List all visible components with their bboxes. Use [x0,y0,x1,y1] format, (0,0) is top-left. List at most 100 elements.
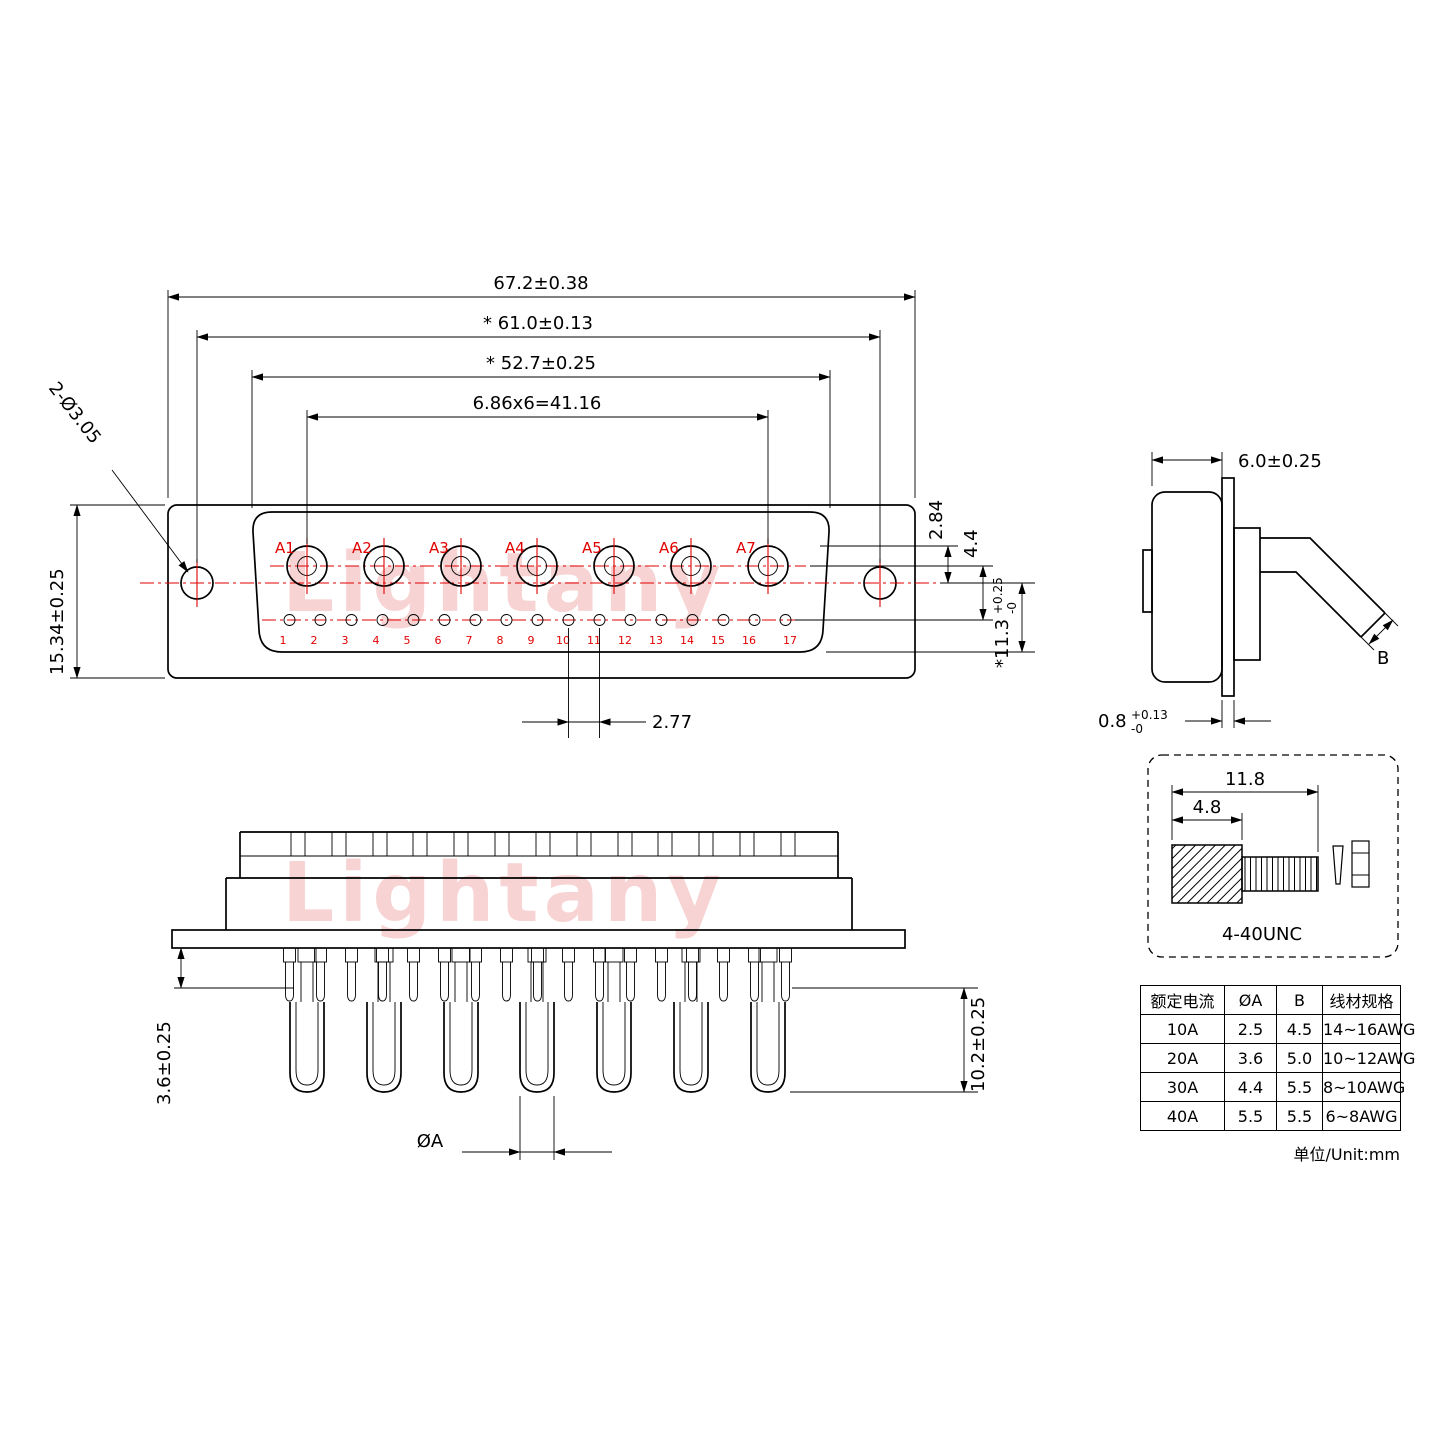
watermark: Lightany [282,846,726,941]
pin-number: 17 [783,634,797,647]
dim-overall-width: 67.2±0.38 [493,273,588,294]
large-solder-cups [289,947,786,1093]
spec-table: 额定电流 ØA B 线材规格 10A 2.5 4.5 14~16AWG 20A … [1140,985,1415,1131]
small-solder-pins [283,947,792,1002]
flange-outline [167,504,916,679]
table-row: 30A 4.4 5.5 8~10AWG [1140,1072,1405,1102]
contact-label: A2 [352,539,372,557]
dim-depth-sub: -0 [1005,602,1019,614]
contact-labels: A1 A2 A3 A4 A5 A6 A7 [275,539,756,557]
pin-number: 13 [649,634,663,647]
cell-b: 4.5 [1276,1014,1323,1044]
cell-b: 5.0 [1276,1043,1323,1073]
cell-dia-a: 3.6 [1224,1043,1277,1073]
dim-height: 15.34±0.25 [47,568,68,675]
front-view: A1 A2 A3 A4 A5 A6 A7 1 [44,273,1035,738]
side-view: 6.0±0.25 B 0.8 +0.13 -0 [1098,451,1399,736]
cell-dia-a: 4.4 [1224,1072,1277,1102]
pin-number: 11 [587,634,601,647]
dim-depth: *11.3 +0.25 -0 [991,577,1019,668]
dim-body-width: 6.0±0.25 [1238,451,1322,472]
table-header-row: 额定电流 ØA B 线材规格 [1140,985,1401,1015]
cell-current: 30A [1140,1072,1225,1102]
pin-number: 5 [404,634,411,647]
dim-screw-head: 4.8 [1193,797,1222,818]
detail-box [1147,754,1399,958]
pin-number: 1 [280,634,287,647]
pin-numbers: 1 2 3 4 5 6 7 8 9 10 11 12 13 14 15 16 1… [280,634,798,647]
contact-label: A3 [429,539,449,557]
screw-part-nut [1351,840,1370,888]
insulator-slots [290,831,796,857]
table-row: 10A 2.5 4.5 14~16AWG [1140,1014,1415,1044]
contact-label: A6 [659,539,679,557]
cell-wire: 8~10AWG [1322,1072,1405,1102]
pin-number: 12 [618,634,632,647]
cell-current: 40A [1140,1101,1225,1131]
dim-pin-length: 3.6±0.25 [154,1021,175,1105]
power-contacts [286,538,789,594]
cell-b: 5.5 [1276,1101,1323,1131]
header-dia-a: ØA [1224,985,1277,1015]
screw-part-pin [1332,845,1344,885]
side-shell [1233,527,1261,661]
cable-end [1360,612,1386,638]
dim-cup-length: 10.2±0.25 [968,997,989,1092]
dim-flange-sub: -0 [1131,722,1143,736]
dim-contact-pitch: 6.86x6=41.16 [473,393,602,414]
screw-thread [1241,856,1319,892]
pin-number: 8 [497,634,504,647]
cell-dia-a: 5.5 [1224,1101,1277,1131]
table-row: 40A 5.5 5.5 6~8AWG [1140,1101,1401,1131]
contact-label: A4 [505,539,525,557]
side-flange [1221,477,1235,697]
contact-label: A7 [736,539,756,557]
thread-spec-label: 4-40UNC [1222,924,1302,945]
dim-pin-dia: ØA [417,1131,444,1152]
pin-number: 15 [711,634,725,647]
cell-wire: 14~16AWG [1322,1014,1415,1044]
dim-flange-sup: +0.13 [1131,708,1168,722]
pin-number: 9 [528,634,535,647]
dim-pin-pitch: 2.77 [652,712,692,733]
signal-pins [283,614,792,626]
cell-wire: 10~12AWG [1322,1043,1415,1073]
dim-cable-b: B [1377,648,1389,669]
header-rated-current: 额定电流 [1140,985,1225,1015]
screw-head [1171,844,1243,904]
dsub-shell-outline [252,511,830,653]
unit-note: 单位/Unit:mm [1293,1145,1400,1164]
side-body-step [1142,549,1153,613]
dim-mount-pitch: * 61.0±0.13 [483,313,593,334]
cell-dia-a: 2.5 [1224,1014,1277,1044]
screw-detail: 11.8 4.8 4-40UNC [1147,754,1399,958]
pin-number: 10 [556,634,570,647]
pin-number: 16 [742,634,756,647]
pin-number: 7 [466,634,473,647]
cell-current: 20A [1140,1043,1225,1073]
dim-depth-main: *11.3 [992,619,1013,668]
cell-current: 10A [1140,1014,1225,1044]
pin-number: 6 [435,634,442,647]
pin-number: 4 [373,634,380,647]
side-body-outline [1151,491,1223,683]
dim-flange-main: 0.8 [1098,711,1127,732]
cell-wire: 6~8AWG [1322,1101,1401,1131]
header-b: B [1276,985,1323,1015]
pin-number: 14 [680,634,694,647]
dim-mount-hole-label: 2-Ø3.05 [44,378,105,448]
pin-number: 3 [342,634,349,647]
section-flange [171,929,906,949]
dim-flange-thickness: 0.8 +0.13 -0 [1098,708,1168,736]
section-view: 3.6±0.25 10.2±0.25 ØA [154,831,989,1160]
header-wire-spec: 线材规格 [1322,985,1401,1015]
cable-top-edge [1260,537,1386,614]
cable-bottom-edge [1260,571,1362,638]
contact-label: A1 [275,539,295,557]
dim-row-offset: 2.84 [926,500,947,540]
contact-label: A5 [582,539,602,557]
pin-number: 2 [311,634,318,647]
dim-screw-length: 11.8 [1225,769,1265,790]
